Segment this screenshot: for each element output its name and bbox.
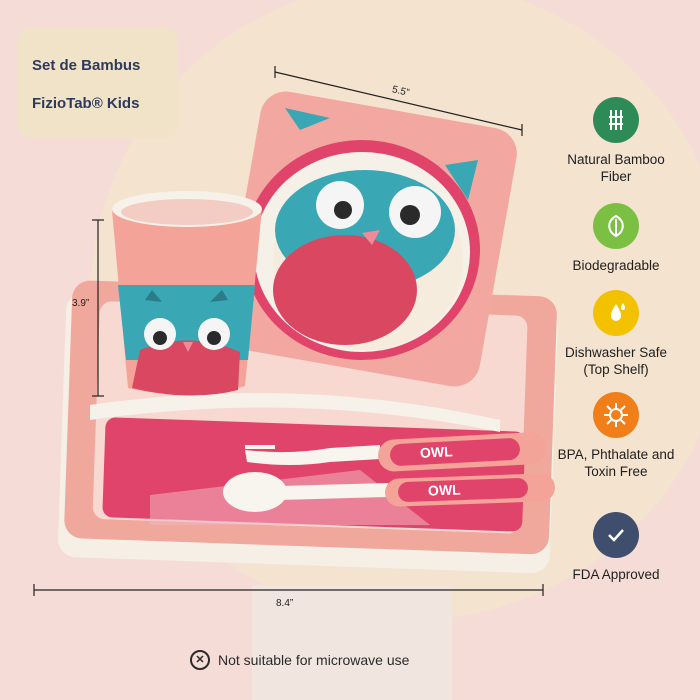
feature-toxin-free: BPA, Phthalate and Toxin Free [551, 392, 681, 480]
feature-bamboo: Natural Bamboo Fiber [551, 97, 681, 185]
fork [245, 432, 546, 472]
feature-fda: FDA Approved [551, 512, 681, 583]
leaf-icon [593, 203, 639, 249]
water-drops-icon [593, 290, 639, 336]
plate-width-label: 8.4” [276, 598, 294, 609]
check-icon [593, 512, 639, 558]
microwave-notice-text: Not suitable for microwave use [218, 652, 410, 668]
fork-label: OWL [419, 443, 454, 461]
feature-toxin-free-text: BPA, Phthalate and Toxin Free [557, 447, 675, 479]
bamboo-icon [593, 97, 639, 143]
microwave-notice: ✕ Not suitable for microwave use [190, 650, 409, 670]
owl-cup [112, 191, 262, 396]
background-stand [252, 585, 452, 700]
owl-bowl [223, 91, 517, 387]
feature-dishwasher: Dishwasher Safe (Top Shelf) [551, 290, 681, 378]
spoon-label: OWL [427, 481, 461, 499]
feature-bamboo-text: Natural Bamboo Fiber [567, 152, 665, 184]
feature-dishwasher-text: Dishwasher Safe (Top Shelf) [564, 345, 668, 377]
feature-biodegradable: Biodegradable [551, 203, 681, 274]
cup-height-label: 3.9” [72, 298, 90, 309]
feature-biodegradable-text: Biodegradable [572, 258, 660, 273]
close-circle-icon: ✕ [190, 650, 210, 670]
virus-icon [593, 392, 639, 438]
dimension-lines [33, 66, 544, 596]
product-brand: FizioTab® Kids [32, 95, 140, 112]
feature-fda-text: FDA Approved [572, 567, 660, 582]
product-title: Set de Bambus [32, 57, 141, 74]
title-box [18, 28, 178, 138]
spoon [223, 472, 555, 512]
